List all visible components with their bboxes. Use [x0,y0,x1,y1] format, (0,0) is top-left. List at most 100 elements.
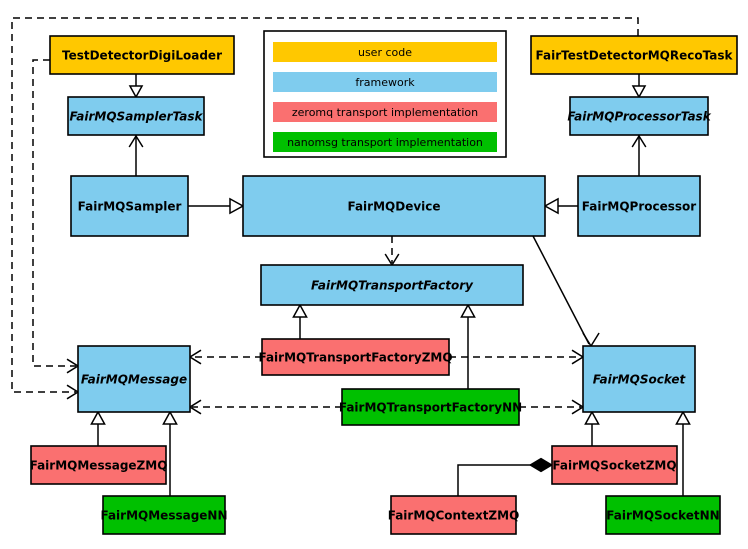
edge-device-socket [532,235,600,348]
class-node-box [569,96,709,136]
class-node-box [102,495,226,535]
class-node-FairMQTransportFactoryNN[interactable]: FairMQTransportFactoryNN [339,388,522,426]
generalization-arrowhead-icon [162,410,178,425]
edge-messagezmq-message [90,410,106,446]
legend-item-label: user code [358,46,412,59]
class-node-label: FairMQSamplerTask [69,110,203,124]
generalization-arrowhead-icon [584,410,600,425]
class-node-label: FairMQTransportFactoryZMQ [258,351,452,365]
edge-sampler-device [188,197,245,215]
dependency-arrowhead-icon [631,134,647,148]
class-node-label: FairMQSampler [78,200,182,214]
legend-color-swatch [273,102,497,122]
class-node-box [49,35,235,75]
edge-contextzmq-socketzmq [457,457,554,496]
class-node-label: FairMQProcessorTask [567,110,711,124]
edge-recotask-processortask [631,74,647,99]
legend-color-swatch [273,132,497,152]
class-node-label: FairMQSocketZMQ [552,459,676,473]
edge-socketzmq-socket [584,410,600,446]
class-node-box [577,175,701,237]
legend-color-swatch [273,72,497,92]
class-node-FairMQSocketZMQ[interactable]: FairMQSocketZMQ [551,445,678,485]
edge-digiloader-samplertask [128,74,144,99]
class-node-box [551,445,678,485]
generalization-arrowhead-icon [90,410,106,425]
class-node-label: FairMQMessage [81,373,187,387]
edge-processortask-processor [631,134,647,176]
generalization-arrowhead-icon [460,303,476,318]
edge-line [11,17,639,393]
class-node-label: FairMQTransportFactoryNN [339,401,522,415]
class-node-label: FairMQSocket [593,373,687,387]
class-node-FairMQProcessor[interactable]: FairMQProcessor [577,175,701,237]
class-node-FairMQSamplerTask[interactable]: FairMQSamplerTask [67,96,205,136]
class-node-box [67,96,205,136]
edge-socketnn-socket [675,410,691,496]
class-node-label: FairMQSocketNN [606,509,719,523]
edge-samplertask-sampler [128,134,144,176]
generalization-arrowhead-icon [128,85,144,99]
class-node-box [341,388,520,426]
legend-item-2: zeromq transport implementation [273,102,497,122]
dependency-arrowhead-icon [582,332,600,348]
legend-item-label: nanomsg transport implementation [287,136,483,149]
class-node-FairMQMessageZMQ[interactable]: FairMQMessageZMQ [30,445,168,485]
class-node-FairMQMessageNN[interactable]: FairMQMessageNN [100,495,228,535]
edge-line [32,59,76,367]
edge-device-transportfactory [384,236,400,267]
legend-item-1: framework [273,72,497,92]
class-node-label: FairTestDetectorMQRecoTask [536,49,734,63]
class-node-FairMQSampler[interactable]: FairMQSampler [70,175,189,237]
class-node-label: FairMQProcessor [582,200,697,214]
class-node-FairTestDetectorMQRecoTask[interactable]: FairTestDetectorMQRecoTask [530,35,738,75]
edge-line [532,235,590,345]
generalization-arrowhead-icon [631,85,647,99]
class-node-label: TestDetectorDigiLoader [62,49,222,63]
class-node-FairMQSocket[interactable]: FairMQSocket [582,345,696,413]
edge-factorynn-message [188,399,342,415]
legend-color-swatch [273,42,497,62]
legend-panel: user code framework zeromq transport imple… [263,30,507,158]
class-node-box [242,175,546,237]
legend-item-label: zeromq transport implementation [292,106,478,119]
class-node-TestDetectorDigiLoader[interactable]: TestDetectorDigiLoader [49,35,235,75]
class-node-box [261,338,450,376]
class-node-box [30,445,167,485]
class-node-box [77,345,191,413]
class-node-box [390,495,517,535]
edge-factorynn-socket [519,399,585,415]
nodes-layer: TestDetectorDigiLoader FairTestDetectorMQ… [30,35,738,535]
class-node-box [530,35,738,75]
edges-layer [11,17,691,496]
edge-factoryzmq-message [188,349,262,365]
class-node-FairMQContextZMQ[interactable]: FairMQContextZMQ [388,495,520,535]
legend-item-label: framework [355,76,415,89]
class-node-label: FairMQContextZMQ [388,509,520,523]
legend-item-3: nanomsg transport implementation [273,132,497,152]
class-node-FairMQSocketNN[interactable]: FairMQSocketNN [605,495,721,535]
class-node-FairMQMessage[interactable]: FairMQMessage [77,345,191,413]
generalization-arrowhead-icon [543,197,559,215]
edge-line [457,464,543,496]
class-node-label: FairMQMessageZMQ [30,459,168,473]
class-node-box [582,345,696,413]
composition-diamond-icon [528,457,554,473]
edge-factoryzmq-factory [292,303,308,339]
edge-processor-device [543,197,578,215]
class-node-FairMQTransportFactoryZMQ[interactable]: FairMQTransportFactoryZMQ [258,338,453,376]
edge-factorynn-factory [460,303,476,389]
generalization-arrowhead-icon [675,410,691,425]
class-node-FairMQProcessorTask[interactable]: FairMQProcessorTask [567,96,712,136]
class-node-box [260,264,524,306]
edge-messagenn-message [162,410,178,496]
generalization-arrowhead-icon [292,303,308,318]
class-node-box [605,495,721,535]
legend-item-0: user code [273,42,497,62]
class-node-label: FairMQDevice [347,200,440,214]
class-node-FairMQDevice[interactable]: FairMQDevice [242,175,546,237]
class-node-label: FairMQTransportFactory [311,279,474,293]
class-node-FairMQTransportFactory[interactable]: FairMQTransportFactory [260,264,524,306]
